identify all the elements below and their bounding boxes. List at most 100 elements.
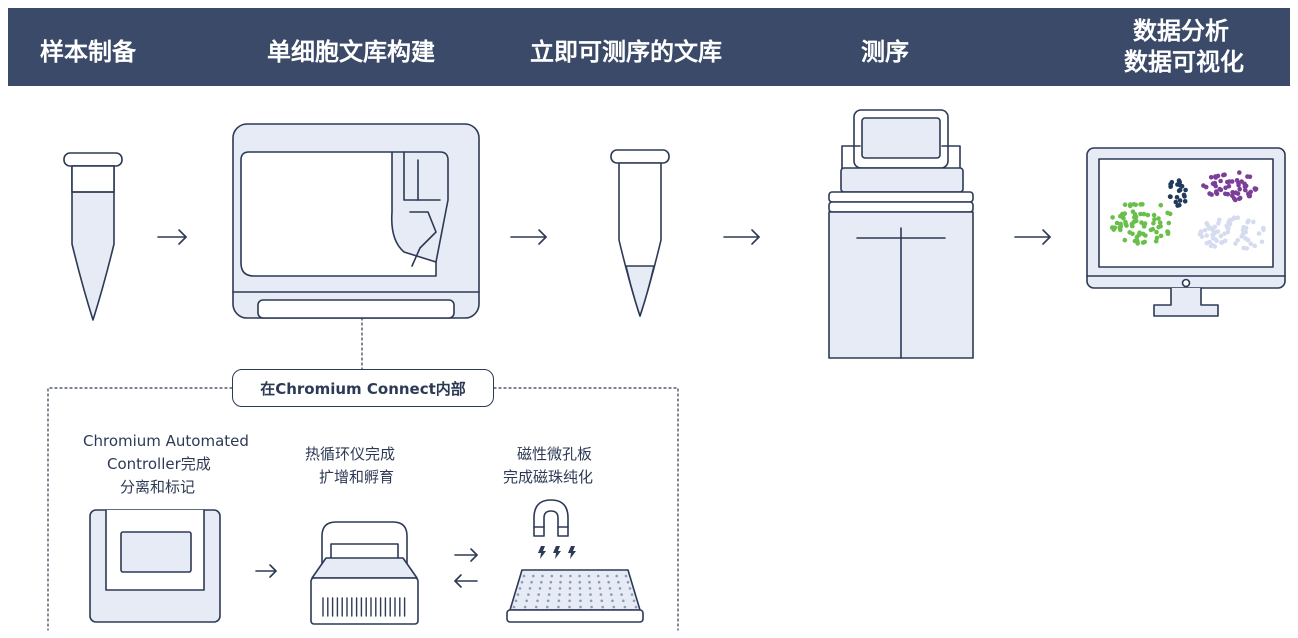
cluster-point [1138,202,1143,207]
controller-label-line2: Controller完成 [107,455,211,473]
cluster-point [1131,219,1136,225]
arrow-right-icon [510,229,547,245]
cluster-point [1230,193,1235,199]
cluster-point [1214,189,1219,194]
cluster-point [1140,231,1146,237]
cluster-point [1215,229,1221,234]
cluster-point [1218,178,1223,184]
cluster-point [1158,233,1164,239]
cluster-point [1114,220,1120,226]
cluster-point [1235,215,1241,220]
cluster-point [1157,220,1163,225]
cluster-point [1221,172,1226,178]
cluster-point [1118,221,1123,227]
arrow-left-icon [454,574,478,588]
cluster-point [1210,181,1216,186]
cluster-point [1110,215,1115,220]
cluster-point [1233,197,1238,203]
cluster-point [1154,235,1160,241]
cluster-point [1177,187,1183,193]
cluster-point [1215,173,1221,179]
step-data-analysis: 数据分析 [1133,17,1229,45]
cluster-point [1198,229,1204,234]
cluster-point [1217,186,1223,192]
cluster-point [1156,216,1161,221]
cluster-point [1177,198,1183,203]
cluster-point [1132,215,1137,220]
cluster-point [1183,187,1188,193]
step-sample-prep: 样本制备 [40,38,136,66]
arrow-right-icon [454,548,478,562]
magnetic-plate-label-line1: 磁性微孔板 [517,445,593,463]
cluster-point [1240,228,1246,233]
cluster-point [1222,231,1227,236]
cluster-point [1203,184,1209,190]
cluster-point [1237,186,1242,192]
cluster-point [1231,215,1237,220]
cluster-point [1245,174,1250,179]
cluster-point [1223,238,1228,244]
cluster-point [1130,223,1135,229]
cluster-point [1225,191,1231,197]
step-sequencing-ready-library: 立即可测序的文库 [530,38,722,66]
cluster-point [1135,241,1140,246]
cluster-point [1256,231,1262,236]
inside-connect-badge: 在Chromium Connect内部 [232,369,494,407]
cluster-point [1148,227,1154,233]
cluster-point [1248,241,1254,247]
cluster-point [1145,212,1151,218]
cluster-point [1225,223,1230,228]
cluster-point [1243,187,1248,193]
cluster-point [1210,235,1216,241]
arrow-right-icon [255,564,277,578]
header-banner [8,8,1290,86]
cluster-point [1207,226,1212,231]
cluster-point [1234,178,1240,183]
tube-icon-sample [63,152,123,321]
cluster-point [1122,237,1128,243]
cluster-point [1202,227,1208,233]
magnetic-plate-label-line2: 完成磁珠纯化 [503,468,594,486]
cluster-point [1142,239,1147,245]
cluster-point [1165,229,1170,234]
cluster-point [1156,224,1161,230]
chromium-connect-instrument-icon [232,123,480,319]
cluster-point [1138,211,1143,217]
cluster-point [1207,239,1212,245]
cluster-point [1151,221,1156,226]
automated-controller-icon [89,509,221,623]
cluster-point [1226,183,1232,189]
cluster-point [1133,202,1138,208]
cluster-point [1236,182,1241,188]
cluster-point [1136,232,1142,238]
cluster-point [1233,190,1238,195]
cluster-point [1261,227,1266,232]
magnet-icon [533,499,569,537]
cluster-point [1168,194,1173,199]
cluster-point [1233,241,1238,246]
cluster-point [1179,183,1185,189]
cluster-point [1227,179,1232,184]
cluster-point [1237,170,1242,175]
cluster-point [1247,193,1253,198]
monitor-icon [1086,147,1286,317]
sequencer-icon [828,109,974,359]
cluster-point [1130,209,1136,214]
cluster-point [1176,178,1182,183]
cluster-point [1204,221,1209,226]
cluster-point [1214,238,1219,243]
cluster-point [1204,233,1210,238]
cluster-point [1246,218,1251,223]
cluster-point [1112,225,1118,230]
cluster-point [1182,199,1188,204]
cluster-point [1218,233,1224,239]
cluster-point [1248,189,1253,195]
cluster-point [1158,202,1164,208]
cluster-point [1216,221,1221,226]
cluster-point [1208,175,1214,180]
cluster-point [1152,217,1157,222]
cluster-point [1182,194,1187,199]
arrow-right-icon [1014,229,1051,245]
cluster-point [1217,217,1222,223]
